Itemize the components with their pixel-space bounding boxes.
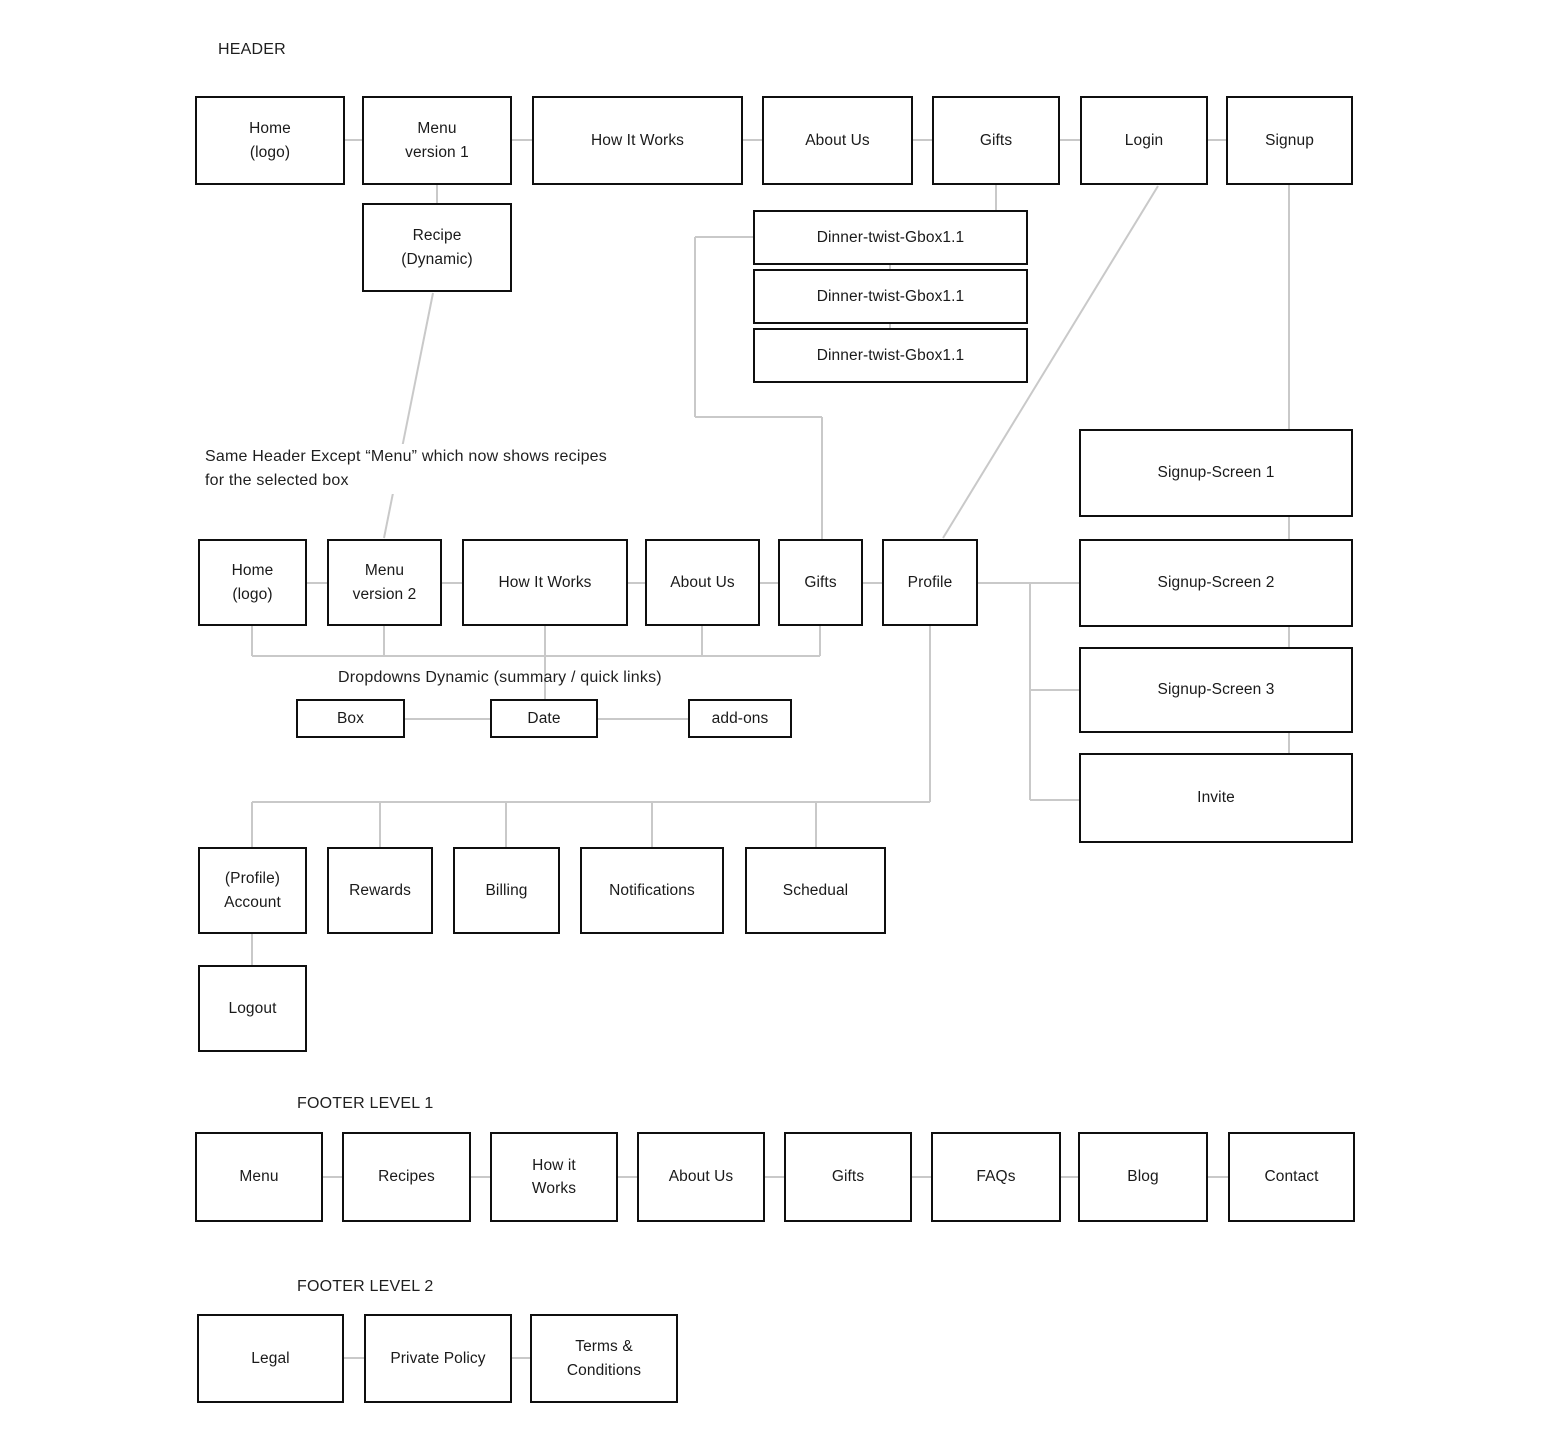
box-label: Dinner-twist-Gbox1.1 — [816, 228, 965, 246]
node-invite: Invite — [1079, 753, 1353, 843]
node-profile-account: (Profile) Account — [198, 847, 307, 934]
node-home-logo-header1: Home (logo) — [195, 96, 345, 185]
node-recipe-dynamic: Recipe (Dynamic) — [362, 203, 512, 292]
node-signup: Signup — [1226, 96, 1353, 185]
node-menu-version-2: Menu version 2 — [327, 539, 442, 626]
node-billing: Billing — [453, 847, 560, 934]
node-footer1-faqs: FAQs — [931, 1132, 1061, 1222]
box-label: How It Works — [498, 573, 592, 591]
box-label: Menu version 2 — [352, 562, 417, 603]
box-label: Invite — [1197, 789, 1235, 807]
box-label: Terms & Conditions — [566, 1338, 642, 1379]
box-label: Signup — [1265, 131, 1314, 149]
node-footer2-legal: Legal — [197, 1314, 344, 1403]
node-dropdown-date: Date — [490, 699, 598, 738]
box-label: (Profile) Account — [224, 870, 281, 911]
node-about-us-header1: About Us — [762, 96, 913, 185]
box-label: Dinner-twist-Gbox1.1 — [816, 346, 965, 364]
box-label: Box — [336, 709, 364, 727]
box-label: Home (logo) — [249, 120, 291, 161]
box-label: Recipe (Dynamic) — [401, 227, 473, 268]
box-label: Gifts — [979, 131, 1013, 149]
node-footer1-contact: Contact — [1228, 1132, 1355, 1222]
node-footer1-how-it-works: How it Works — [490, 1132, 618, 1222]
node-footer1-blog: Blog — [1078, 1132, 1208, 1222]
node-logout: Logout — [198, 965, 307, 1052]
node-rewards: Rewards — [327, 847, 433, 934]
footer-level-1-label: FOOTER LEVEL 1 — [297, 1095, 434, 1112]
box-label: Signup-Screen 3 — [1157, 681, 1275, 699]
node-footer1-recipes: Recipes — [342, 1132, 471, 1222]
box-label: Menu — [239, 1168, 279, 1186]
node-profile: Profile — [882, 539, 978, 626]
node-how-it-works-header1: How It Works — [532, 96, 743, 185]
box-label: Signup-Screen 2 — [1157, 574, 1275, 592]
node-footer1-about-us: About Us — [637, 1132, 765, 1222]
box-label: Legal — [251, 1349, 290, 1367]
box-label: Login — [1124, 131, 1164, 149]
same-header-note: Same Header Except “Menu” which now show… — [205, 444, 610, 494]
node-footer2-private-policy: Private Policy — [364, 1314, 512, 1403]
box-label: Rewards — [349, 881, 411, 899]
box-label: Home (logo) — [231, 562, 274, 603]
box-label: Blog — [1127, 1168, 1159, 1186]
box-label: FAQs — [976, 1168, 1016, 1186]
node-signup-screen-2: Signup-Screen 2 — [1079, 539, 1353, 627]
box-label: Menu version 1 — [405, 120, 469, 161]
box-label: About Us — [670, 573, 735, 591]
box-label: Notifications — [609, 881, 695, 899]
node-dinner-twist-gbox-1: Dinner-twist-Gbox1.1 — [753, 210, 1028, 265]
node-footer1-gifts: Gifts — [784, 1132, 912, 1222]
node-footer2-terms: Terms & Conditions — [530, 1314, 678, 1403]
box-label: Date — [527, 709, 561, 727]
box-label: Contact — [1264, 1168, 1319, 1186]
node-dropdown-add-ons: add-ons — [688, 699, 792, 738]
box-label: How It Works — [590, 131, 685, 149]
node-menu-version-1: Menu version 1 — [362, 96, 512, 185]
box-label: Private Policy — [390, 1349, 486, 1367]
box-label: Dinner-twist-Gbox1.1 — [816, 287, 965, 305]
box-label: Signup-Screen 1 — [1157, 464, 1275, 482]
node-gifts-header1: Gifts — [932, 96, 1060, 185]
dropdowns-dynamic-note: Dropdowns Dynamic (summary / quick links… — [338, 669, 662, 686]
node-footer1-menu: Menu — [195, 1132, 323, 1222]
box-label: add-ons — [711, 709, 769, 727]
box-label: Profile — [907, 573, 953, 591]
node-dinner-twist-gbox-3: Dinner-twist-Gbox1.1 — [753, 328, 1028, 383]
box-label: Gifts — [831, 1168, 865, 1186]
node-signup-screen-1: Signup-Screen 1 — [1079, 429, 1353, 517]
box-label: Billing — [485, 881, 528, 899]
box-label: About Us — [805, 131, 870, 149]
header-section-label: HEADER — [218, 41, 286, 58]
node-home-logo-header2: Home (logo) — [198, 539, 307, 626]
node-about-us-header2: About Us — [645, 539, 760, 626]
node-schedual: Schedual — [745, 847, 886, 934]
node-signup-screen-3: Signup-Screen 3 — [1079, 647, 1353, 733]
footer-level-2-label: FOOTER LEVEL 2 — [297, 1278, 434, 1295]
node-notifications: Notifications — [580, 847, 724, 934]
box-label: Recipes — [378, 1168, 435, 1186]
box-label: About Us — [668, 1168, 734, 1186]
node-how-it-works-header2: How It Works — [462, 539, 628, 626]
node-dinner-twist-gbox-2: Dinner-twist-Gbox1.1 — [753, 269, 1028, 324]
box-label: Gifts — [804, 573, 837, 591]
node-dropdown-box: Box — [296, 699, 405, 738]
box-label: Logout — [228, 999, 277, 1017]
box-label: Schedual — [782, 881, 849, 899]
node-gifts-header2: Gifts — [778, 539, 863, 626]
node-login: Login — [1080, 96, 1208, 185]
box-label: How it Works — [531, 1156, 577, 1197]
